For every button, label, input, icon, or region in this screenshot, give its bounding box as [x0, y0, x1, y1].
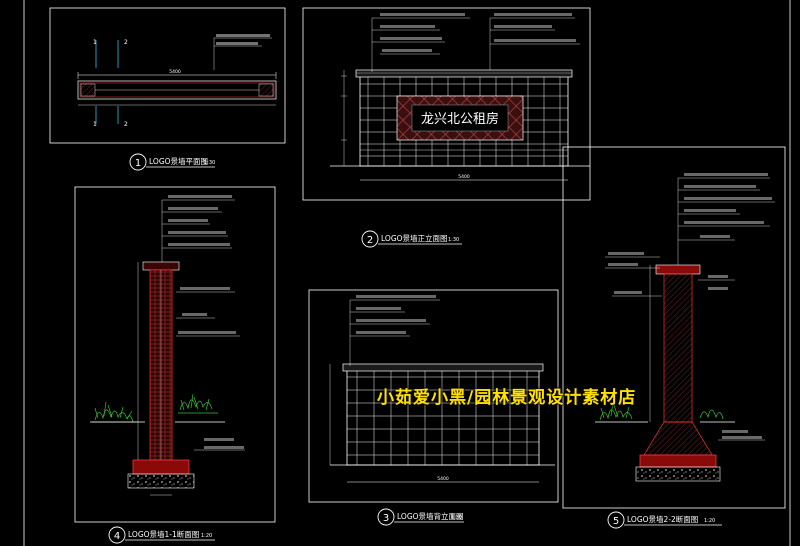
section11-title-number: 4 [114, 531, 120, 542]
plan-title-scale: 1:30 [204, 160, 215, 166]
front-title-scale: 1:30 [448, 237, 459, 243]
svg-text:5400: 5400 [458, 174, 470, 180]
wall-sign-text: 龙兴北公租房 [421, 111, 499, 127]
front-elevation: 龙兴北公租房 5400 2 LOGO景墙正立面图 1:30 [302, 7, 591, 248]
back-title-number: 3 [383, 513, 389, 524]
section1-footing [132, 459, 190, 475]
front-title-text: LOGO景墙正立面图 [381, 233, 448, 243]
svg-text:5400: 5400 [169, 69, 181, 75]
section11-title-circle [108, 526, 126, 544]
section2-footing [639, 454, 717, 468]
section-2-2: 5 LOGO景墙2-2断面图 1:20 [562, 146, 786, 529]
back-title-circle [377, 508, 395, 526]
section22-title-text: LOGO景墙2-2断面图 [627, 514, 698, 524]
section2-wall [663, 273, 693, 423]
shrub-left [92, 401, 137, 423]
section-1-1: 4 LOGO景墙1-1断面图 1:20 [74, 186, 276, 544]
back-elevation: 5400 3 LOGO景墙背立面图 1:30 [308, 289, 559, 526]
section22-title-scale: 1:20 [704, 518, 715, 524]
section22-title-circle [607, 511, 625, 529]
svg-text:5400: 5400 [437, 476, 449, 482]
shrub-right [178, 393, 218, 414]
plan-cut-1-top: 1 [93, 39, 97, 46]
plan-cut-2-top: 2 [124, 39, 128, 46]
plan-title-circle [129, 153, 147, 171]
plan-view: 5400 1 2 1 2 1 LOGO景墙平面图 1:30 [49, 7, 286, 171]
plan-title-number: 1 [135, 158, 141, 169]
section11-title-scale: 1:20 [201, 533, 212, 539]
plan-title-text: LOGO景墙平面图 [149, 156, 208, 166]
back-title-text: LOGO景墙背立面图 [397, 511, 464, 521]
front-title-circle [361, 230, 379, 248]
shrub-section2 [599, 401, 724, 421]
front-title-number: 2 [367, 235, 373, 246]
section11-title-text: LOGO景墙1-1断面图 [128, 529, 199, 539]
plan-cut-2-bottom: 2 [124, 121, 128, 128]
watermark-text: 小茹爱小黑/园林景观设计素材店 [377, 388, 637, 408]
plan-cut-1-bottom: 1 [93, 121, 97, 128]
section22-title-number: 5 [613, 516, 619, 527]
back-title-scale: 1:30 [451, 515, 462, 521]
